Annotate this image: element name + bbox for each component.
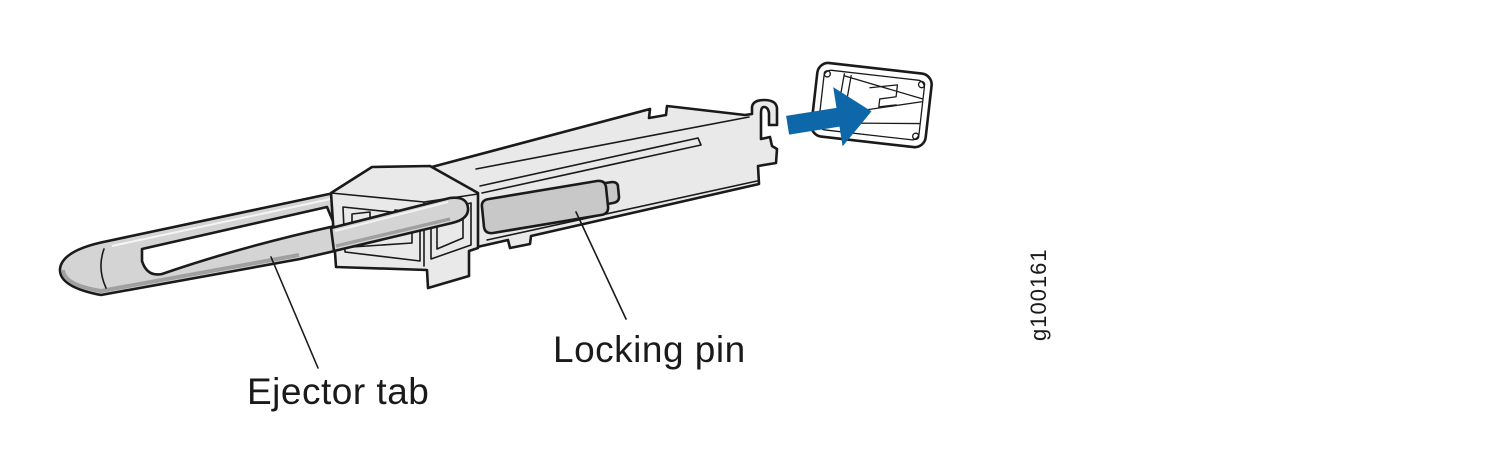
dust-cover-corner-boss [917,80,926,89]
dust-cover-slot-detail [869,84,899,108]
ejector-tab [58,188,471,297]
ejector-tab-under-edge [61,253,300,294]
dust-cover-corner-boss [823,70,831,78]
ejector-tab-arm-shadow [335,217,451,248]
dust-cover-corner-boss [911,132,920,141]
rear-housing-connector-steps [351,209,413,248]
body-top-ridge [475,116,750,170]
body-bottom-bevel [486,180,758,241]
ejector-tab-end-fold [100,248,107,289]
ejector-tab-arm [329,196,470,253]
leader-line-ejector-tab [270,256,319,369]
transceiver-body [426,98,779,250]
ejector-tab-highlight [111,196,341,247]
insertion-arrow-icon [786,87,872,147]
insertion-arrow [786,87,872,147]
dust-cover [810,61,933,149]
figure-id: g100161 [1026,248,1051,341]
dust-cover-inner-wall [818,69,925,141]
locking-pin-panel [480,179,610,235]
label-locking-pin: Locking pin [553,329,746,370]
body-groove [479,137,702,194]
ejector-tab-arm-highlight [334,201,449,232]
leader-line-locking-pin [575,211,627,320]
label-ejector-tab: Ejector tab [247,371,429,412]
